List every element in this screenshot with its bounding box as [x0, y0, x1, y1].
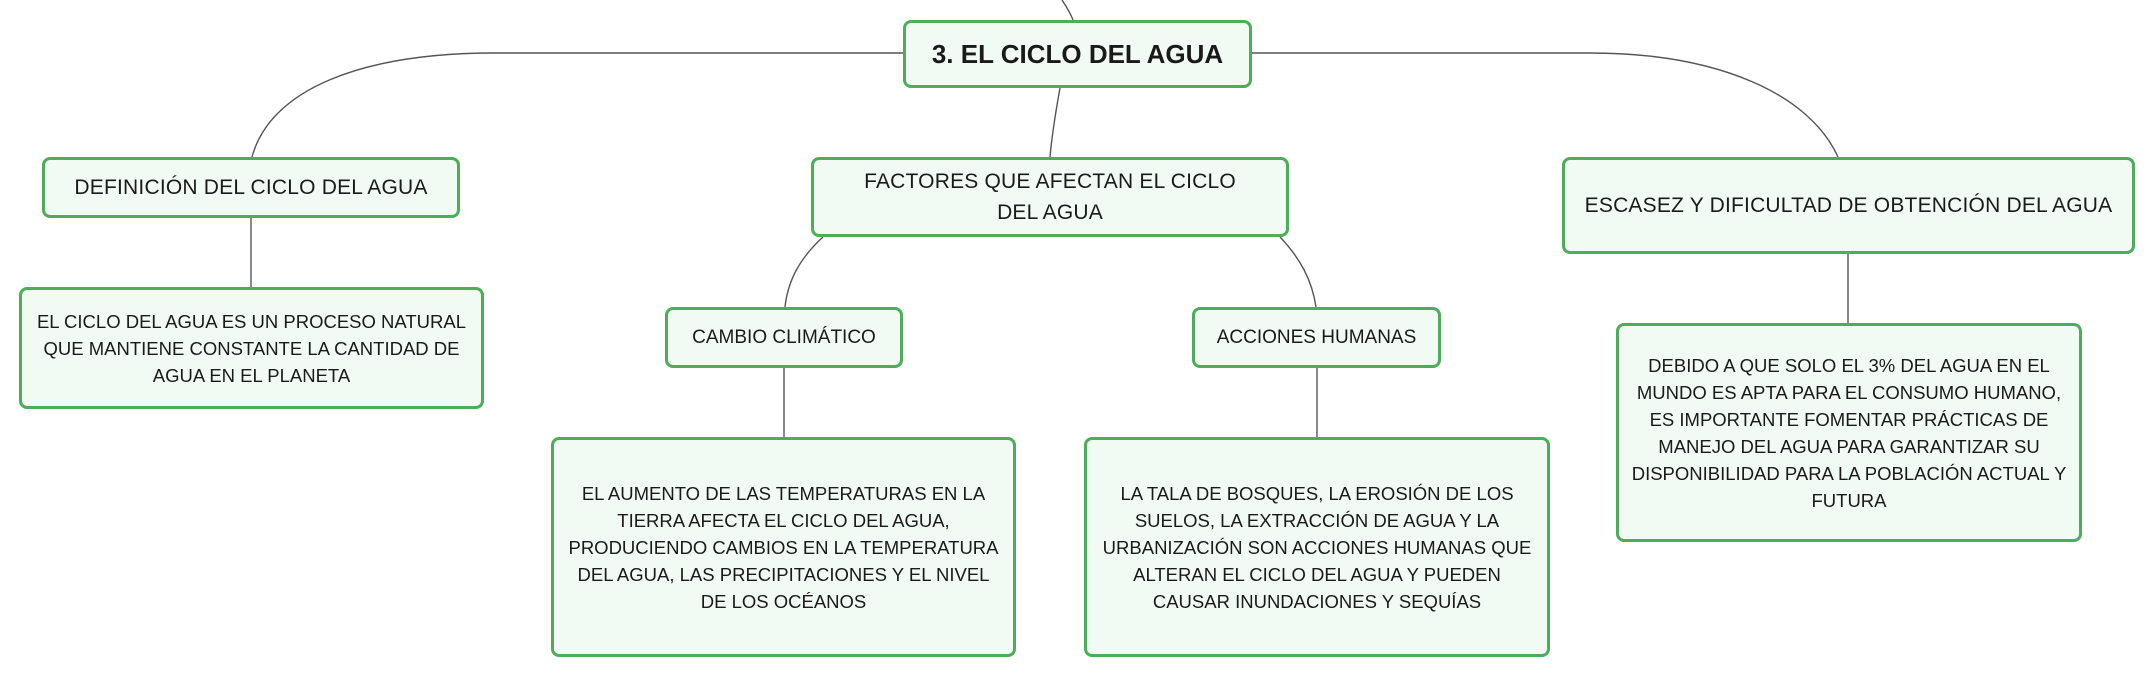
- subtopic-acciones-humanas[interactable]: ACCIONES HUMANAS: [1192, 307, 1441, 368]
- detail-definicion[interactable]: EL CICLO DEL AGUA ES UN PROCESO NATURAL …: [19, 287, 484, 409]
- detail-definicion-text: EL CICLO DEL AGUA ES UN PROCESO NATURAL …: [36, 310, 467, 386]
- connector-root-definicion: [251, 52, 903, 158]
- subtopic-acciones-humanas-label: ACCIONES HUMANAS: [1216, 326, 1417, 348]
- topic-definicion-label: DEFINICIÓN DEL CICLO DEL AGUA: [74, 176, 428, 199]
- subtopic-cambio-climatico-label: CAMBIO CLIMÁTICO: [692, 326, 876, 348]
- detail-cambio-climatico-text: EL AUMENTO DE LAS TEMPERATURAS EN LA TIE…: [568, 482, 999, 612]
- root-topic-label: 3. EL CICLO DEL AGUA: [931, 38, 1224, 69]
- connector-root-parent: [1061, 0, 1074, 21]
- detail-escasez[interactable]: DEBIDO A QUE SOLO EL 3% DEL AGUA EN EL M…: [1616, 323, 2082, 542]
- connector-root-escasez: [1252, 52, 1839, 158]
- detail-cambio-climatico[interactable]: EL AUMENTO DE LAS TEMPERATURAS EN LA TIE…: [551, 437, 1016, 657]
- subtopic-cambio-climatico[interactable]: CAMBIO CLIMÁTICO: [665, 307, 903, 368]
- connector-factores-acciones: [1279, 236, 1317, 308]
- topic-factores[interactable]: FACTORES QUE AFECTAN EL CICLO DEL AGUA: [811, 157, 1289, 237]
- detail-acciones-humanas[interactable]: LA TALA DE BOSQUES, LA EROSIÓN DE LOS SU…: [1084, 437, 1550, 657]
- connector-factores-cambio: [784, 236, 824, 308]
- connector-root-factores: [1049, 87, 1061, 158]
- topic-factores-label: FACTORES QUE AFECTAN EL CICLO DEL AGUA: [864, 170, 1236, 224]
- topic-definicion[interactable]: DEFINICIÓN DEL CICLO DEL AGUA: [42, 157, 460, 218]
- detail-acciones-humanas-text: LA TALA DE BOSQUES, LA EROSIÓN DE LOS SU…: [1102, 482, 1532, 612]
- topic-escasez[interactable]: ESCASEZ Y DIFICULTAD DE OBTENCIÓN DEL AG…: [1562, 157, 2135, 254]
- detail-escasez-text: DEBIDO A QUE SOLO EL 3% DEL AGUA EN EL M…: [1631, 354, 2067, 511]
- topic-escasez-label: ESCASEZ Y DIFICULTAD DE OBTENCIÓN DEL AG…: [1584, 194, 2113, 217]
- root-topic[interactable]: 3. EL CICLO DEL AGUA: [903, 20, 1252, 88]
